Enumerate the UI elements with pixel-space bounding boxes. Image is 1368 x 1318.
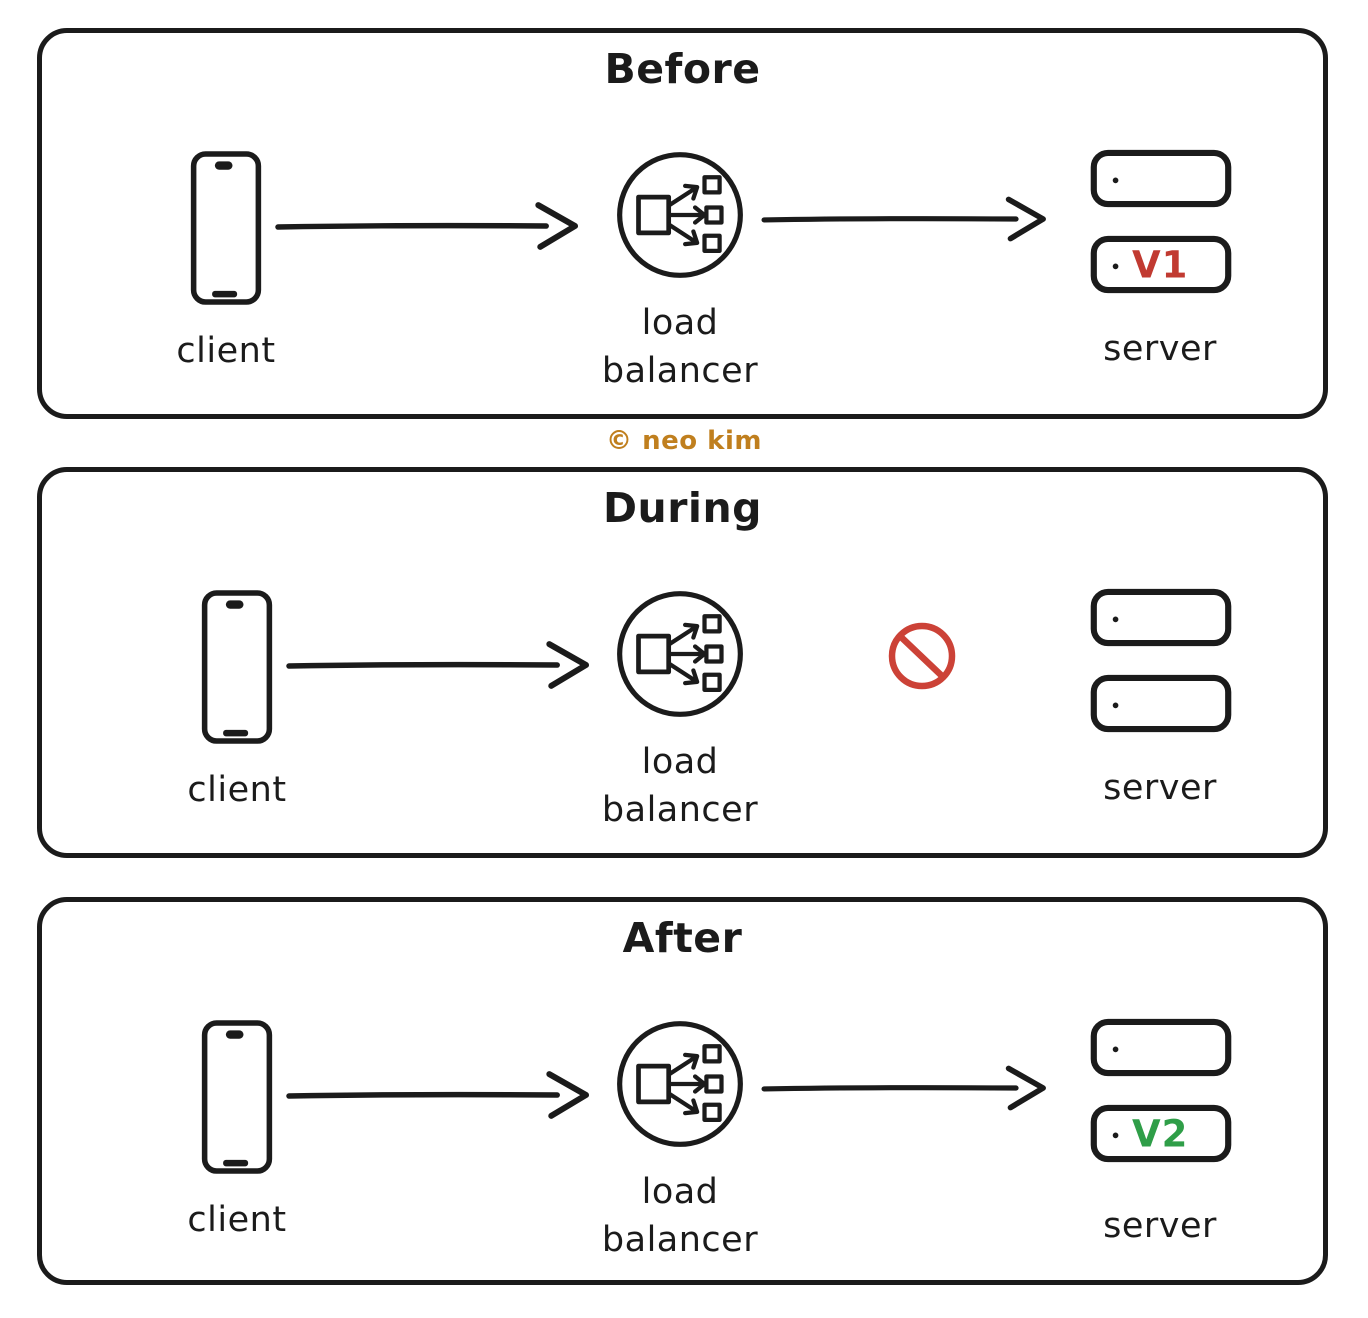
no-entry-icon: [882, 616, 962, 696]
arrow-lb-to-server-icon: [760, 191, 1050, 253]
panel-after: After client load balancer V2: [37, 897, 1328, 1285]
panel-title: During: [602, 484, 763, 532]
server-version-label: V2: [1132, 1112, 1189, 1155]
server-label: server: [1103, 329, 1217, 369]
arrow-client-to-lb-icon: [285, 635, 593, 697]
client-label: client: [187, 770, 287, 810]
load-balancer-label-line2: balancer: [601, 790, 759, 831]
load-balancer-icon: [614, 1018, 746, 1150]
load-balancer-label-line1: load: [641, 1172, 719, 1212]
client-phone-icon: [200, 588, 274, 746]
server-stack: V1: [1090, 149, 1232, 321]
load-balancer-icon: [614, 149, 746, 281]
server-version-label: V1: [1132, 243, 1189, 286]
load-balancer-label: load balancer: [580, 1168, 780, 1265]
client-label: client: [187, 1200, 287, 1240]
server-box: [1090, 588, 1232, 647]
server-box: V1: [1090, 235, 1232, 294]
server-box: [1090, 149, 1232, 208]
server-stack: [1090, 588, 1232, 760]
server-box: [1090, 674, 1232, 733]
client-label: client: [176, 331, 276, 371]
load-balancer-label-line2: balancer: [601, 1220, 759, 1261]
load-balancer-label-line2: balancer: [601, 351, 759, 392]
load-balancer-label: load balancer: [580, 299, 780, 396]
server-stack: V2: [1090, 1018, 1232, 1190]
server-box: [1090, 1018, 1232, 1077]
arrow-client-to-lb-icon: [285, 1065, 593, 1127]
arrow-client-to-lb-icon: [274, 196, 582, 258]
arrow-lb-to-server-icon: [760, 1060, 1050, 1122]
client-phone-icon: [189, 149, 263, 307]
panel-before: Before client load balancer V1: [37, 28, 1328, 419]
load-balancer-icon: [614, 588, 746, 720]
server-label: server: [1103, 768, 1217, 808]
copyright-text: © neo kim: [606, 426, 762, 456]
load-balancer-label-line1: load: [641, 303, 719, 343]
panel-title: Before: [604, 45, 761, 93]
panel-title: After: [622, 914, 743, 962]
load-balancer-label: load balancer: [580, 738, 780, 835]
load-balancer-label-line1: load: [641, 742, 719, 782]
server-label: server: [1103, 1206, 1217, 1246]
server-box: V2: [1090, 1104, 1232, 1163]
panel-during: During client load balancer: [37, 467, 1328, 858]
client-phone-icon: [200, 1018, 274, 1176]
